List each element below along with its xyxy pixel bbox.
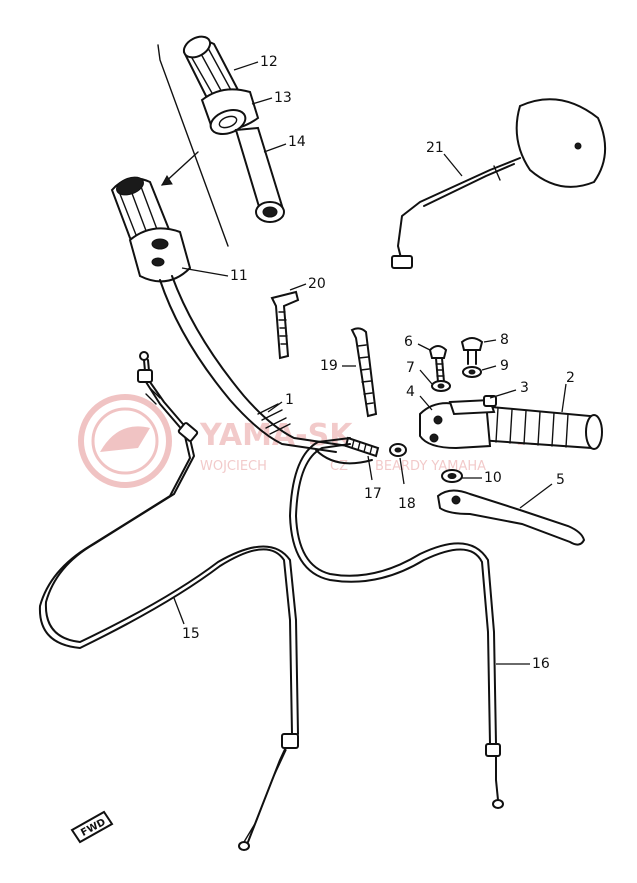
svg-text:8: 8: [500, 332, 509, 348]
svg-text:21: 21: [426, 140, 444, 156]
svg-text:14: 14: [288, 134, 306, 150]
washer-part-7: [431, 380, 451, 392]
lever-holder-part-4: [419, 398, 496, 450]
svg-text:4: 4: [406, 384, 415, 400]
svg-text:12: 12: [260, 54, 278, 70]
svg-text:15: 15: [182, 626, 200, 642]
collar-part-13: [200, 88, 260, 136]
callout-9: 9: [481, 358, 509, 374]
callout-7: 7: [406, 360, 433, 385]
mirror-part-21: [391, 98, 607, 269]
svg-text:10: 10: [484, 470, 502, 486]
screw-part-6: [428, 345, 448, 383]
callout-15: 15: [173, 597, 200, 642]
svg-text:13: 13: [274, 90, 292, 106]
callout-6: 6: [404, 334, 431, 351]
grip-assembly-inset: [157, 35, 285, 247]
svg-text:17: 17: [364, 486, 382, 502]
throttle-cable-part-15: [38, 351, 299, 851]
callout-14: 14: [263, 134, 306, 153]
callout-12: 12: [233, 54, 278, 71]
cable-tie-part-20: [270, 290, 300, 360]
svg-text:3: 3: [520, 380, 529, 396]
callout-2: 2: [561, 370, 575, 413]
left-grip-part-11: [110, 176, 192, 283]
callout-10: 10: [462, 470, 502, 486]
right-grip-part-2: [476, 404, 603, 450]
screw-part-8: [460, 337, 484, 365]
svg-text:19: 19: [320, 358, 338, 374]
callout-1: 1: [267, 392, 294, 413]
strap-part-19: [350, 327, 378, 418]
callout-5: 5: [519, 472, 565, 509]
svg-text:7: 7: [406, 360, 415, 376]
svg-text:6: 6: [404, 334, 413, 350]
callout-20: 20: [289, 276, 326, 292]
callout-11: 11: [181, 267, 248, 284]
svg-text:2: 2: [566, 370, 575, 386]
handlebar-part-1: [159, 275, 373, 465]
watermark-line2: WOJCIECH: [200, 459, 267, 474]
svg-text:1: 1: [285, 392, 294, 408]
callout-8: 8: [483, 332, 509, 348]
callout-3: 3: [489, 380, 529, 399]
adjuster-part-17: [344, 436, 380, 458]
fwd-direction-mark: FWD: [70, 810, 114, 844]
lever-part-5: [436, 489, 586, 546]
watermark-logo: [78, 394, 172, 488]
svg-text:5: 5: [556, 472, 565, 488]
callout-21: 21: [426, 140, 463, 177]
svg-text:20: 20: [308, 276, 326, 292]
callout-18: 18: [398, 457, 416, 512]
callout-4: 4: [406, 384, 433, 411]
nut-part-10: [441, 469, 463, 483]
callout-16: 16: [496, 656, 550, 672]
throttle-tube-part-14: [234, 126, 285, 223]
callout-19: 19: [320, 358, 356, 374]
watermark-line2-tail: BEARDY YAMAHA: [375, 459, 486, 474]
inset-bracket-line: [157, 44, 229, 247]
switch-part-3: [483, 395, 497, 407]
svg-text:9: 9: [500, 358, 509, 374]
locknut-part-18: [389, 443, 407, 457]
callouts: 1 2 3 4 5 6 7 8 9 10 11 12 13 14 15 16 1…: [173, 54, 575, 672]
inset-arrow-head: [161, 175, 173, 186]
callout-17: 17: [364, 455, 382, 502]
svg-text:11: 11: [230, 268, 248, 284]
svg-text:18: 18: [398, 496, 416, 512]
svg-text:16: 16: [532, 656, 550, 672]
callout-13: 13: [251, 90, 292, 106]
washer-part-9: [462, 366, 482, 378]
clutch-cable-part-16: [289, 437, 504, 809]
